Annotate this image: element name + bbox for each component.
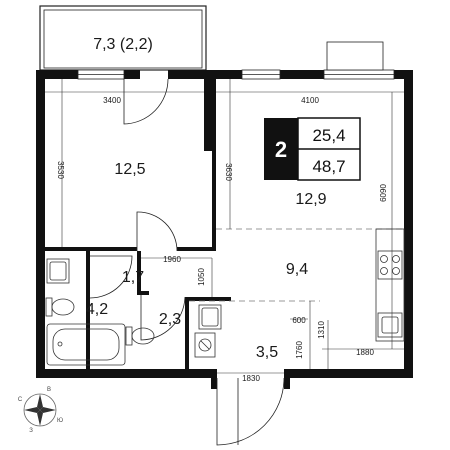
total-area-value: 48,7 xyxy=(312,157,345,176)
compass-east-label: В xyxy=(47,387,51,393)
outer-walls xyxy=(36,70,413,389)
inner-walls xyxy=(45,79,231,371)
sink-icon xyxy=(198,304,222,330)
living-area-label: 12,9 xyxy=(295,191,326,208)
zone-lines xyxy=(189,228,404,302)
compass-icon: С В Ю З xyxy=(18,387,63,434)
area-badge: 2 25,4 48,7 xyxy=(264,117,361,181)
windows xyxy=(77,41,395,80)
dim-bedroom-width: 3400 xyxy=(103,96,121,105)
wc-area-label: 2,3 xyxy=(159,311,181,328)
doors xyxy=(89,78,285,446)
toilet-icon xyxy=(45,297,75,317)
sink-icon xyxy=(46,258,70,284)
dim-living-width: 4100 xyxy=(301,96,319,105)
bathtub-icon xyxy=(46,323,126,366)
compass-north-label: С xyxy=(18,397,23,403)
dimension-lines xyxy=(45,79,404,374)
bathroom-area-label: 4,2 xyxy=(86,301,108,318)
kitchen-counter xyxy=(375,228,405,342)
compass-west-label: З xyxy=(29,428,33,434)
bedroom-area-label: 12,5 xyxy=(114,161,145,178)
dim-hall-width: 1830 xyxy=(242,374,260,383)
rooms-count: 2 xyxy=(275,137,287,162)
toilet-icon xyxy=(125,326,155,346)
dim-bedroom-depth: 3530 xyxy=(56,161,65,179)
boiler-icon xyxy=(194,332,216,358)
dim-hall-depth: 1760 xyxy=(295,341,304,359)
dim-kitchen-length: 6090 xyxy=(379,184,388,202)
living-area-value: 25,4 xyxy=(312,126,345,145)
compass-south-label: Ю xyxy=(57,418,63,424)
dim-living-depth: 3630 xyxy=(224,163,233,181)
balcony-area-label: 7,3 (2,2) xyxy=(93,36,153,53)
dim-niche-depth: 1310 xyxy=(317,321,326,339)
corridor-area-label: 1,7 xyxy=(122,269,144,286)
hall-area-label: 3,5 xyxy=(256,344,278,361)
dim-corridor-width: 1960 xyxy=(163,255,181,264)
dim-small-width: 600 xyxy=(292,316,306,325)
dim-corridor-depth: 1050 xyxy=(197,268,206,286)
dim-kitchen-width: 1880 xyxy=(356,348,374,357)
kitchen-zone-area-label: 9,4 xyxy=(286,261,308,278)
